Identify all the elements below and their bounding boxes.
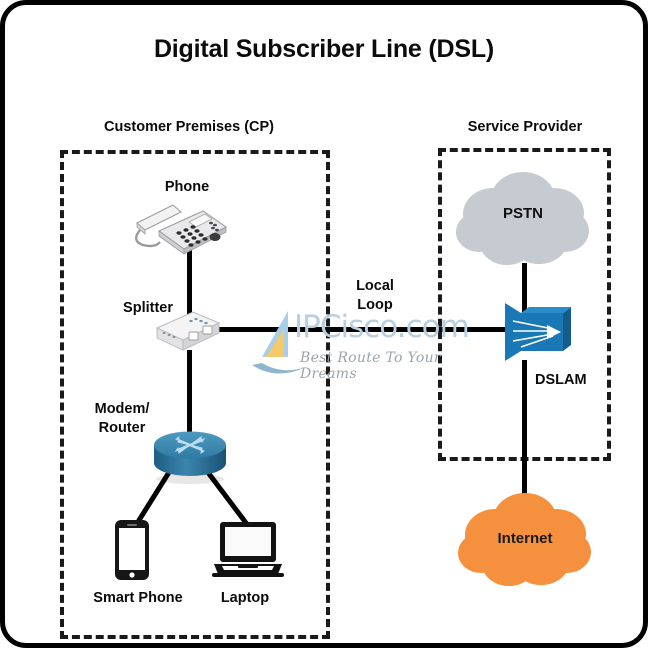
link-phone-splitter [187, 248, 192, 316]
phone-icon [129, 197, 229, 264]
link-label-local-loop: Local Loop [335, 277, 415, 315]
router-icon [148, 427, 232, 490]
splitter-icon [153, 306, 223, 359]
modem-router-line1: Modem/ [94, 401, 150, 417]
node-label-smart-phone: Smart Phone [93, 590, 183, 606]
zone-label-customer-premises: Customer Premises (CP) [103, 119, 275, 135]
link-local-loop [208, 327, 516, 332]
page-title: Digital Subscriber Line (DSL) [153, 35, 495, 63]
zone-box-customer-premises [60, 150, 330, 639]
node-label-splitter: Splitter [123, 300, 173, 316]
link-pstn-dslam [522, 263, 527, 315]
dslam-icon [501, 301, 575, 368]
local-loop-line1: Local [356, 278, 394, 294]
link-dslam-internet [522, 360, 527, 500]
internet-cloud: Internet [455, 490, 595, 590]
node-label-dslam: DSLAM [535, 372, 587, 388]
modem-router-line2: Router [98, 420, 146, 436]
zone-label-service-provider: Service Provider [467, 119, 583, 135]
node-label-laptop: Laptop [220, 590, 270, 606]
node-label-phone: Phone [164, 179, 210, 195]
node-label-modem-router: Modem/ Router [73, 400, 171, 438]
smartphone-icon [113, 518, 151, 587]
pstn-cloud: PSTN [453, 169, 593, 269]
laptop-icon [212, 520, 284, 583]
local-loop-line2: Loop [357, 297, 393, 313]
link-splitter-modem [187, 350, 192, 435]
